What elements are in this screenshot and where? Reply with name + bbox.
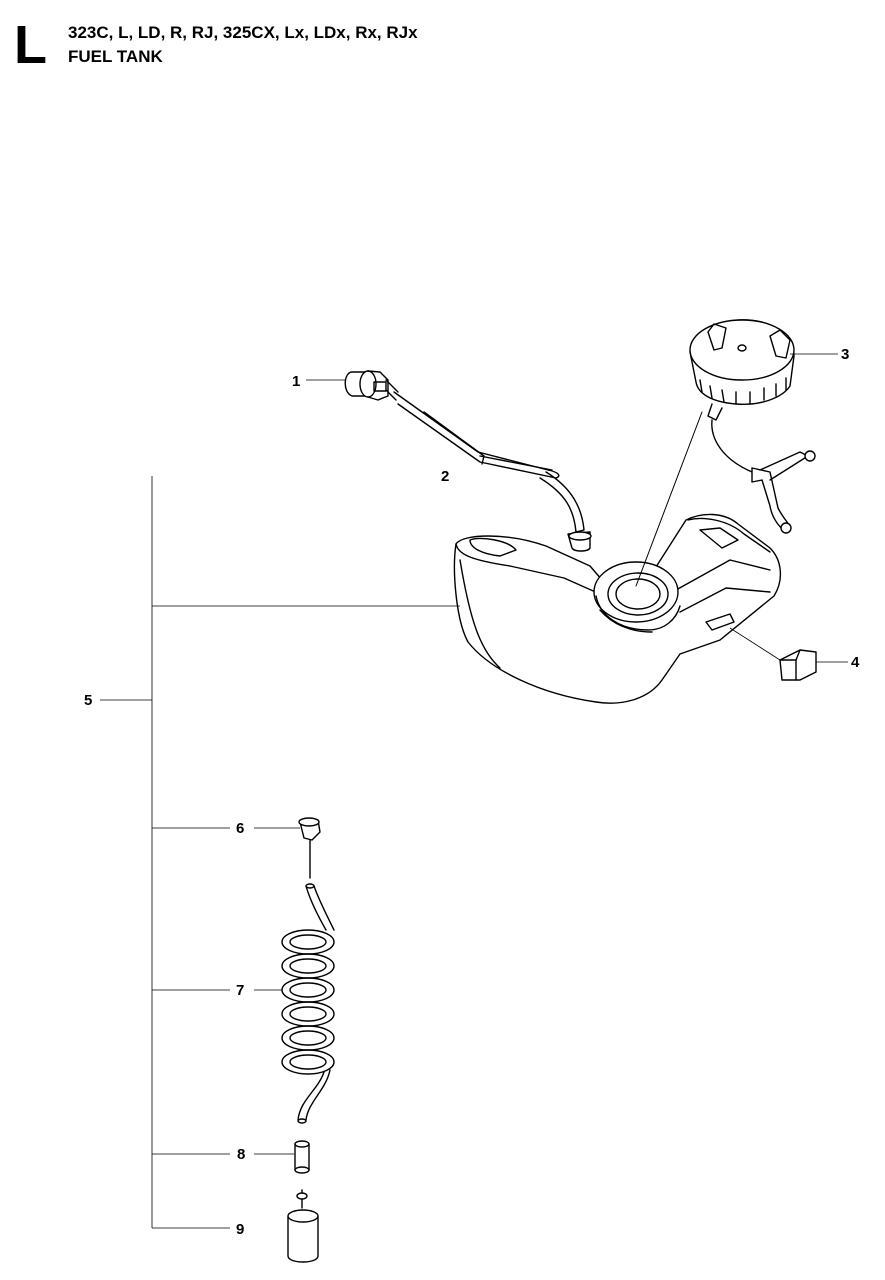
callout-9: 9	[236, 1221, 244, 1238]
model-list: 323C, L, LD, R, RJ, 325CX, Lx, LDx, Rx, …	[68, 23, 418, 42]
part-9-fuel-filter	[287, 1189, 319, 1263]
part-4-tank-vent	[779, 649, 817, 681]
callout-4: 4	[851, 654, 860, 671]
page-title: FUEL TANK	[68, 47, 163, 66]
callout-2: 2	[441, 468, 449, 485]
part-2-fuel-hose	[393, 391, 592, 552]
part-3-fuel-cap	[689, 319, 816, 534]
leader-line-4	[729, 627, 848, 663]
part-5-fuel-tank-body	[453, 411, 781, 704]
callout-8: 8	[237, 1146, 245, 1163]
callout-5: 5	[84, 692, 92, 709]
callout-3: 3	[841, 346, 849, 363]
part-8-coupling-sleeve	[294, 1140, 310, 1174]
callout-7: 7	[236, 982, 244, 999]
part-6-grommet	[298, 817, 321, 879]
part-7-coiled-hose	[281, 883, 335, 1124]
callout-1: 1	[292, 373, 300, 390]
part-1-fuel-line-connector	[344, 370, 399, 401]
section-letter: L	[14, 15, 47, 75]
callout-6: 6	[236, 820, 244, 837]
